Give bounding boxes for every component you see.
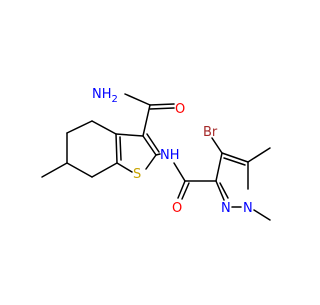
bond-carbonyl-c-o-double — [181, 182, 190, 200]
bond-amide-c-n — [124, 93, 151, 106]
carbonyl-oxygen-label: O — [172, 201, 182, 216]
bond-c-c3 — [142, 104, 151, 137]
bond-c2-nh — [155, 153, 161, 156]
bond-n2-c3-double — [219, 182, 229, 199]
bond-c4-c5 — [221, 152, 249, 163]
amide-oxygen-label: O — [175, 102, 185, 117]
bond-amide-c-o-double — [149, 107, 175, 110]
bond-c3-c2 — [142, 135, 157, 156]
bond-amide-c-o — [149, 103, 175, 106]
bond-carbonyl-c-o — [177, 180, 186, 199]
bond-c2-s — [145, 154, 157, 170]
bonds — [41, 93, 271, 221]
bond-c4-c5-double — [223, 157, 246, 166]
bond-c7a-c3a — [115, 133, 118, 164]
bond-c3-c2-double — [146, 133, 160, 153]
bond-c3-c4 — [215, 152, 223, 182]
bond-n2-c3 — [215, 180, 225, 201]
linker-nh-label: NH — [160, 148, 180, 163]
pyrazole-n2-label: N — [221, 201, 231, 216]
atom-labels: NH2 O S NH O Br N N — [92, 87, 253, 216]
bond-c6-c7 — [66, 162, 93, 178]
pyrazole-n1-label: N — [243, 201, 253, 216]
bond-c3a-c3 — [115, 133, 144, 137]
bond-s-c7a — [116, 162, 133, 173]
bond-n1-methyl — [253, 209, 271, 221]
bromine-label: Br — [203, 125, 218, 140]
amide-nh2-label: NH2 — [92, 87, 118, 105]
bond-c4-br — [211, 137, 223, 154]
molecule-structure: NH2 O S NH O Br N N — [41, 87, 271, 221]
bond-c4-c5 — [66, 120, 93, 134]
bond-c3a-c4 — [91, 120, 117, 135]
bond-c5-methyl — [247, 147, 271, 163]
bond-c7a-c3a-double — [119, 136, 122, 161]
bond-c6-methyl — [41, 162, 68, 178]
bond-nh-c — [173, 162, 186, 182]
bond-c7-c7a — [91, 162, 118, 178]
thiophene-sulfur-label: S — [133, 167, 141, 182]
molecule-canvas: NH2 O S NH O Br N N — [41, 87, 271, 221]
